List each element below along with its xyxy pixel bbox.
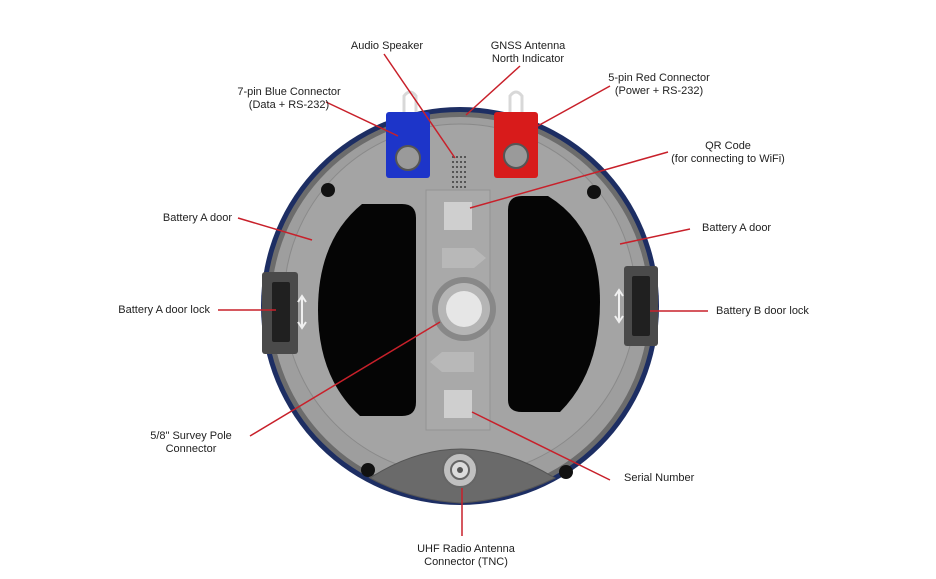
battery-compartment-right xyxy=(508,196,600,412)
leader-qr-code xyxy=(469,151,669,209)
label-battery-a-door-right: Battery A door xyxy=(702,222,772,234)
chevron-up-icon xyxy=(442,248,486,268)
label-battery-a-door-left: Battery A door xyxy=(162,212,232,224)
leader-lines xyxy=(218,53,708,536)
screw-top-left xyxy=(321,183,335,197)
survey-pole-socket xyxy=(446,291,482,327)
label-gnss-antenna: GNSS Antenna North Indicator xyxy=(490,40,566,65)
qr-code-pad xyxy=(444,202,472,230)
label-survey-pole: 5/8" Survey Pole Connector xyxy=(150,430,232,455)
leader-serial-number xyxy=(471,411,611,481)
blue-connector-latch xyxy=(402,90,418,112)
screw-bottom-left xyxy=(361,463,375,477)
leader-gnss-antenna xyxy=(465,65,521,116)
leader-survey-pole xyxy=(249,321,441,437)
red-connector-socket xyxy=(503,143,529,169)
label-audio-speaker: Audio Speaker xyxy=(350,40,424,52)
label-battery-b-lock: Battery B door lock xyxy=(716,305,809,317)
label-uhf-antenna: UHF Radio Antenna Connector (TNC) xyxy=(417,543,515,568)
battery-b-lock-slot xyxy=(632,276,650,336)
leader-blue-connector xyxy=(325,101,399,137)
serial-number-pad xyxy=(444,390,472,418)
leader-battery-a-door-right xyxy=(619,228,691,245)
blue-connector-socket xyxy=(395,145,421,171)
screw-top-right xyxy=(587,185,601,199)
leader-battery-a-door-left xyxy=(237,217,313,241)
label-battery-a-lock: Battery A door lock xyxy=(118,304,210,316)
leader-red-connector xyxy=(533,85,611,129)
label-qr-code: QR Code (for connecting to WiFi) xyxy=(671,140,785,165)
lock-arrow-left-icon xyxy=(297,294,307,330)
battery-compartment-left xyxy=(318,204,416,416)
chevron-down-icon xyxy=(430,352,474,372)
red-connector-latch xyxy=(508,90,524,112)
leader-audio-speaker xyxy=(383,53,456,159)
screw-bottom-right xyxy=(559,465,573,479)
label-blue-connector: 7-pin Blue Connector (Data + RS-232) xyxy=(237,86,341,111)
label-red-connector: 5-pin Red Connector (Power + RS-232) xyxy=(608,72,710,97)
speaker-grille xyxy=(452,156,466,188)
label-serial-number: Serial Number xyxy=(624,472,695,484)
battery-a-lock-slot xyxy=(272,282,290,342)
lock-arrow-right-icon xyxy=(614,288,624,324)
tnc-connector-pin xyxy=(457,467,463,473)
